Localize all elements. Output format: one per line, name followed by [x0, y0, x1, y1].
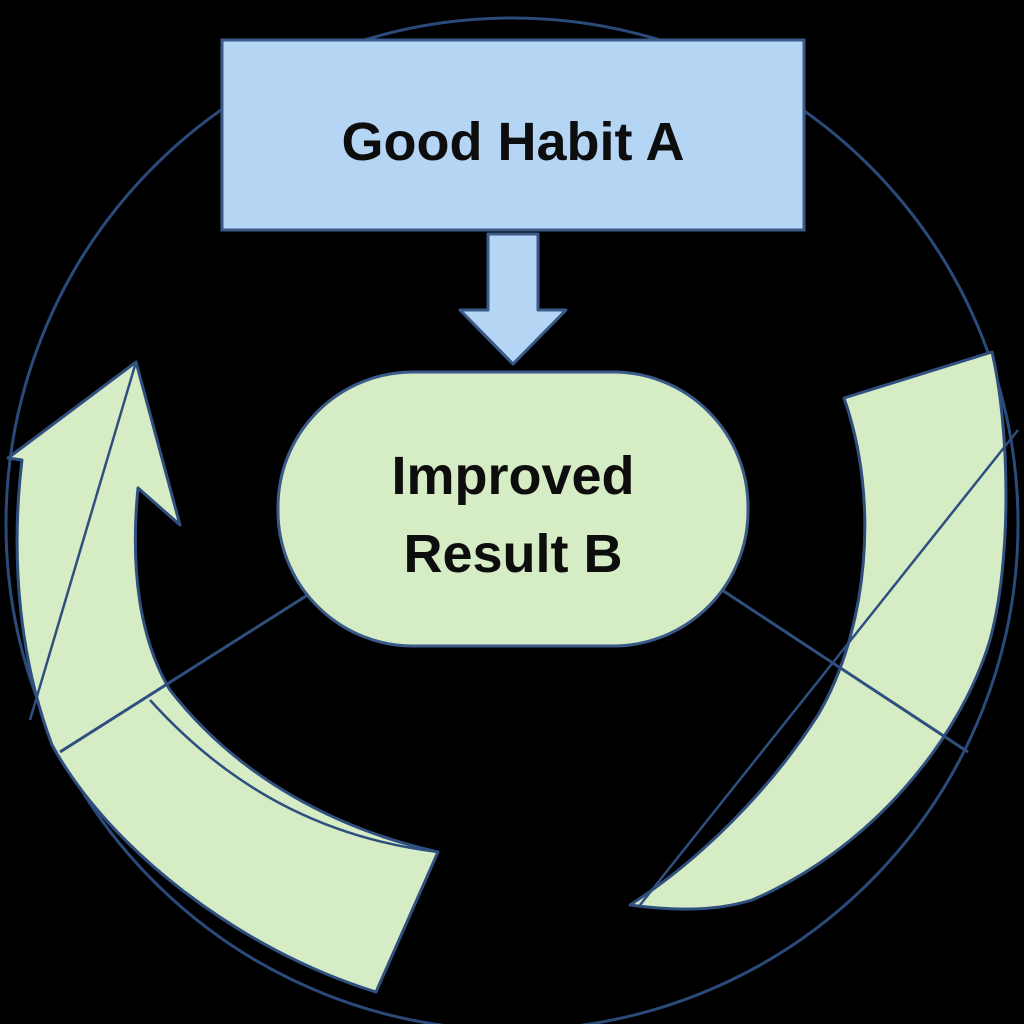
left-arrow-inner-curve — [149, 699, 439, 854]
left-cycle-arrow — [6, 360, 440, 994]
good-habit-box — [220, 38, 806, 232]
right-arrow-inner-edge — [639, 429, 1019, 906]
improved-result-node — [276, 370, 750, 648]
connector-line-right — [721, 588, 969, 754]
connector-line-left — [59, 594, 307, 754]
down-arrow — [458, 232, 568, 366]
outer-loop-circle — [4, 16, 1020, 1024]
good-habit-label: Good Habit A — [342, 112, 685, 172]
improved-result-line2: Result B — [403, 524, 622, 584]
left-arrow-inner-edge — [28, 361, 138, 721]
improved-result-line1: Improved — [391, 446, 634, 506]
right-cycle-arrow — [628, 350, 1008, 911]
